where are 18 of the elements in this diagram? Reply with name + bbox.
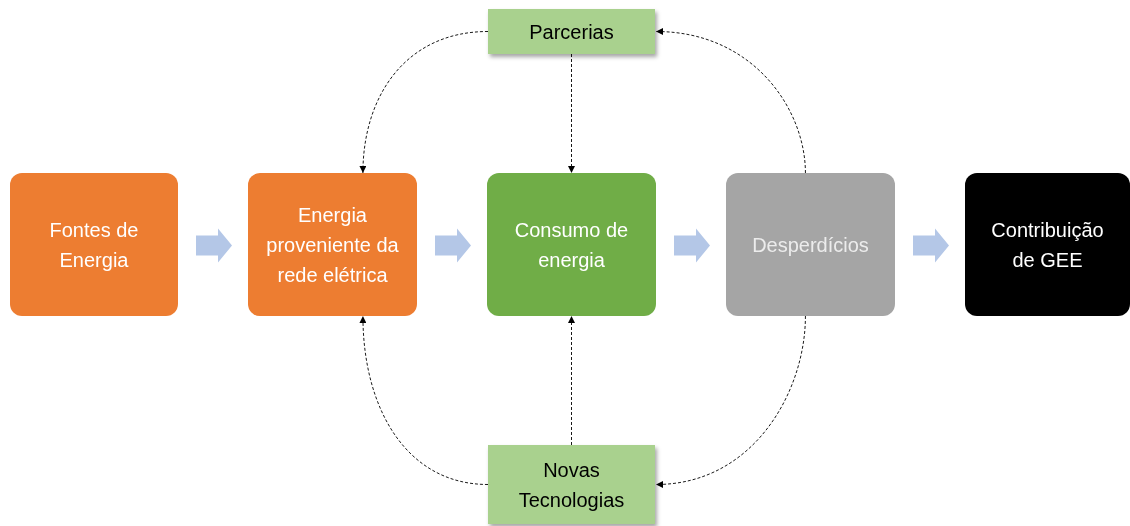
node-label: Desperdícios	[752, 232, 869, 258]
process-box	[726, 173, 895, 316]
process-box	[248, 173, 417, 316]
process-box	[965, 173, 1130, 316]
process-box	[488, 445, 655, 524]
node-label: Contribuição de GEE	[990, 217, 1105, 273]
node-label: Parcerias	[529, 19, 614, 45]
block-arrow	[435, 228, 471, 263]
node-label: Novas Tecnologias	[517, 457, 626, 513]
block-arrow	[196, 228, 232, 263]
process-box	[487, 173, 656, 316]
node-label: Consumo de energia	[513, 217, 630, 273]
block-arrow	[674, 228, 710, 263]
node-label: Fontes de Energia	[48, 217, 140, 273]
block-arrow	[913, 228, 949, 263]
process-box	[10, 173, 178, 316]
node-label: Energia proveniente da rede elétrica	[265, 202, 400, 288]
process-box	[488, 9, 655, 54]
